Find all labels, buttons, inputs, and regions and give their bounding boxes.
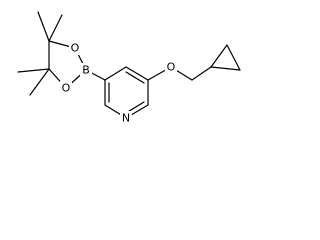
oxygen-label: O [71,42,80,55]
chemical-structure: O O B O N [17,11,241,125]
bond [210,66,241,71]
bond [104,66,127,81]
bond [191,66,212,81]
oxygen-label: O [167,61,176,74]
nitrogen-label: N [122,112,130,125]
pyridine-ring [104,66,149,119]
bond [48,14,63,42]
bond [210,44,228,68]
oxygen-label: O [62,82,71,95]
bond [125,66,149,81]
double-bond-inner [125,71,145,84]
bond [37,11,50,42]
boron-label: B [82,64,90,77]
cyclopropylmethoxy-group [147,44,241,81]
atom-labels: O O B O N [60,41,177,125]
bond [29,68,50,96]
bond [17,68,50,73]
bond [226,44,241,71]
